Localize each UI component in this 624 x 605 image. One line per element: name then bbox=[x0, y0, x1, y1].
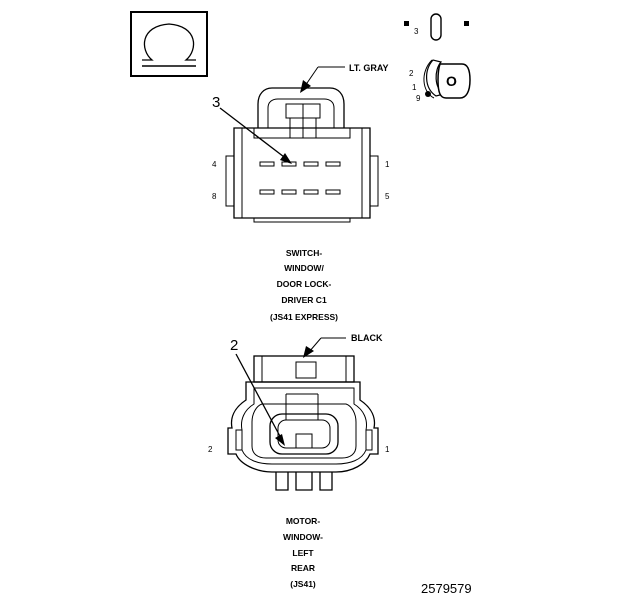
top-caption-line-4: DRIVER C1 bbox=[281, 295, 327, 305]
key-number-1: 1 bbox=[412, 83, 417, 92]
top-color-label: LT. GRAY bbox=[349, 63, 389, 73]
omega-icon bbox=[130, 11, 208, 77]
top-connector: LT. GRAY 3 4 8 1 5 SWITCH- bbox=[212, 63, 390, 322]
bottom-pin-right: 1 bbox=[385, 445, 390, 454]
top-pin-right-bottom: 5 bbox=[385, 192, 390, 201]
top-callout-number: 3 bbox=[212, 94, 220, 111]
ignition-key-icon: 3 2 1 9 O bbox=[404, 13, 471, 103]
top-caption-line-2: WINDOW/ bbox=[284, 263, 324, 273]
top-pin-right-top: 1 bbox=[385, 160, 390, 169]
key-letter: O bbox=[446, 73, 457, 89]
figure-number: 2579579 bbox=[421, 581, 472, 596]
bottom-callout-number: 2 bbox=[230, 337, 238, 354]
key-number-3: 3 bbox=[414, 27, 419, 36]
bottom-connector: BLACK 2 2 1 MOTOR- WINDOW- LEFT bbox=[208, 333, 390, 589]
bottom-caption-line-2: WINDOW- bbox=[283, 532, 323, 542]
top-caption-line-3: DOOR LOCK- bbox=[277, 279, 332, 289]
key-number-2: 2 bbox=[409, 69, 414, 78]
top-caption-line-5: (JS41 EXPRESS) bbox=[270, 312, 338, 322]
bottom-caption-line-1: MOTOR- bbox=[286, 516, 320, 526]
bottom-color-label: BLACK bbox=[351, 333, 383, 343]
top-caption-line-1: SWITCH- bbox=[286, 248, 323, 258]
bottom-pin-left: 2 bbox=[208, 445, 213, 454]
top-pin-left-top: 4 bbox=[212, 160, 217, 169]
bottom-caption-line-3: LEFT bbox=[292, 548, 314, 558]
bottom-caption-line-4: REAR bbox=[291, 563, 315, 573]
top-pin-left-bottom: 8 bbox=[212, 192, 217, 201]
bottom-caption-line-5: (JS41) bbox=[290, 579, 316, 589]
key-number-9: 9 bbox=[416, 94, 421, 103]
